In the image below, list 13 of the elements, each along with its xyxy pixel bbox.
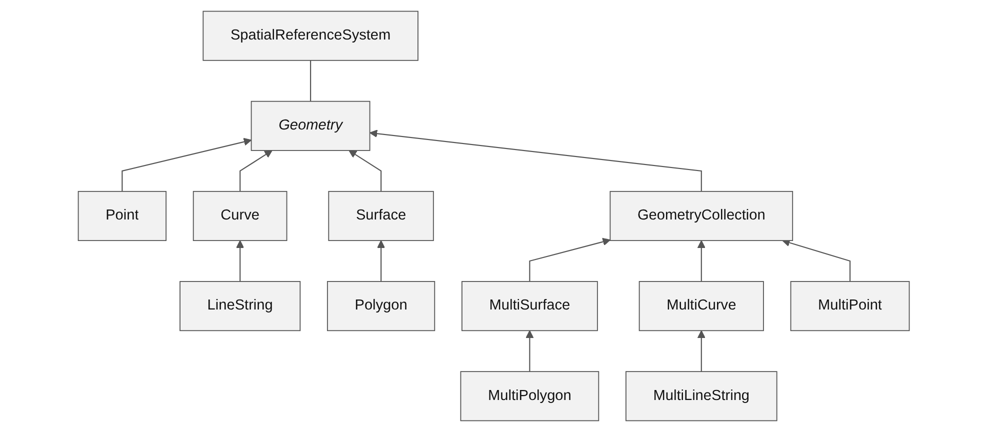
class-box: MultiCurve: [638, 281, 764, 332]
class-box: MultiPolygon: [460, 371, 599, 422]
class-box: SpatialReferenceSystem: [202, 10, 418, 61]
class-box: MultiSurface: [461, 281, 598, 332]
class-box: MultiPoint: [790, 281, 910, 332]
class-box: Surface: [328, 190, 434, 242]
class-box: Polygon: [326, 281, 435, 332]
class-box: Geometry: [250, 100, 370, 151]
class-box: LineString: [179, 281, 300, 332]
class-box: Point: [78, 190, 166, 242]
class-box: Curve: [192, 190, 287, 242]
class-box: GeometryCollection: [609, 190, 793, 242]
class-box: MultiLineString: [625, 371, 777, 422]
